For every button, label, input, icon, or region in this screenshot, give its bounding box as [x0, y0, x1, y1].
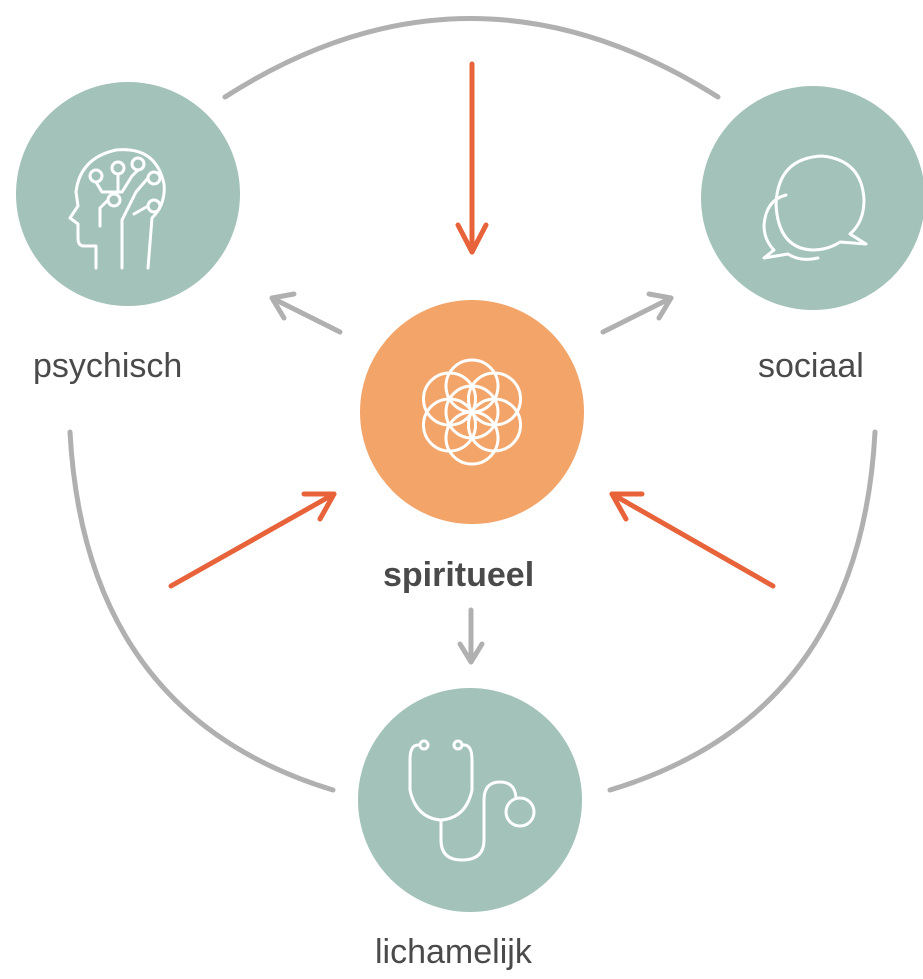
arrow-center-to-sociaal	[600, 291, 674, 335]
arrow-right-to-spiritueel	[609, 491, 776, 589]
arc-top	[222, 16, 721, 100]
arrow-top-to-spiritueel	[455, 61, 489, 255]
label-sociaal: sociaal	[758, 347, 864, 385]
arc-left	[67, 429, 336, 793]
node-spiritueel	[360, 300, 584, 524]
node-lichamelijk	[358, 688, 582, 912]
label-spiritueel: spiritueel	[383, 556, 535, 594]
flower-of-life-icon	[422, 358, 522, 466]
arrow-center-to-psychisch	[269, 291, 343, 335]
label-lichamelijk: lichamelijk	[375, 933, 532, 971]
node-psychisch	[16, 82, 240, 306]
brain-circuit-icon	[68, 148, 166, 270]
label-psychisch: psychisch	[33, 347, 183, 385]
arrow-left-to-spiritueel	[168, 491, 337, 589]
arrow-center-to-lichamelijk	[457, 607, 485, 665]
stethoscope-icon	[408, 739, 536, 862]
node-sociaal	[701, 86, 923, 310]
arc-right	[607, 429, 878, 793]
speech-bubbles-icon	[762, 154, 868, 261]
